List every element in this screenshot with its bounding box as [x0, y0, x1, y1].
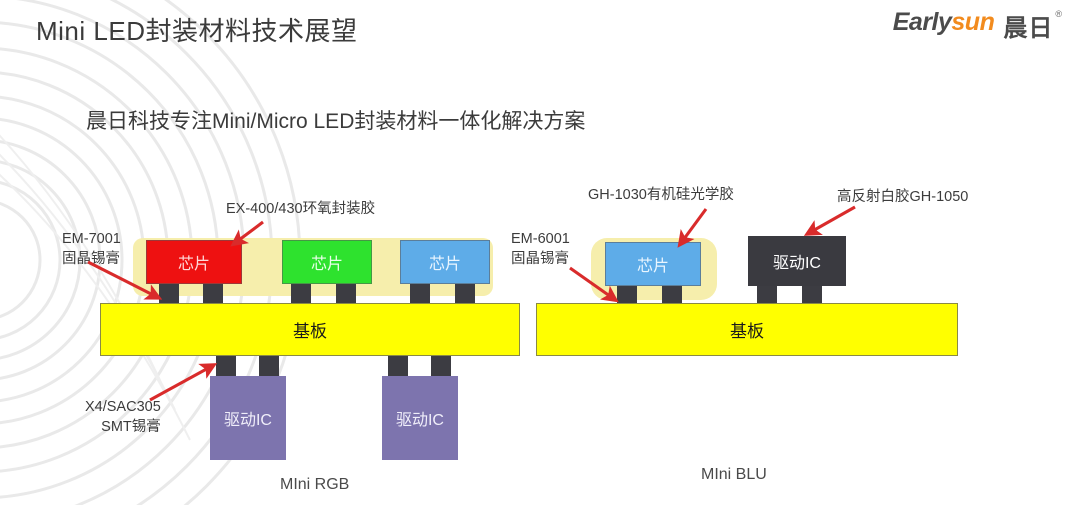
rgb-chip-blue: 芯片: [400, 240, 490, 284]
rgb-bottom-pad: [259, 356, 279, 378]
subtitle: 晨日科技专注Mini/Micro LED封装材料一体化解决方案: [86, 110, 586, 133]
callout-line-1: EX-400/430环氧封装胶: [226, 201, 376, 217]
blu-driver-pad: [802, 286, 822, 305]
arrow-x4-sac305: [149, 363, 218, 402]
rgb-driver-ic-1: 驱动IC: [210, 376, 286, 460]
driver-ic-label: 驱动IC: [772, 255, 821, 272]
rgb-pad: [336, 284, 356, 305]
callout-line-1: EM-7001: [62, 231, 121, 247]
logo-brand-right: sun: [951, 8, 995, 36]
rgb-driver-ic-2: 驱动IC: [382, 376, 458, 460]
logo-brand-left: Early: [892, 8, 952, 36]
chip-label: 芯片: [310, 256, 343, 273]
callout-gh-1030: GH-1030有机硅光学胶: [588, 186, 734, 206]
blu-chip-blue: 芯片: [605, 242, 701, 286]
rgb-pad: [410, 284, 430, 305]
callout-line-2: 固晶锡膏: [511, 250, 569, 267]
rgb-chip-green: 芯片: [282, 240, 372, 284]
callout-line-2: 固晶锡膏: [62, 250, 120, 267]
callout-line-1: X4/SAC305: [85, 399, 161, 415]
brand-logo: Early sun 晨日 ®: [893, 8, 1062, 43]
chip-label: 芯片: [636, 258, 669, 275]
blu-caption: MIni BLU: [701, 466, 767, 483]
rgb-bottom-pad: [216, 356, 236, 378]
rgb-pad: [159, 284, 179, 305]
substrate-label: 基板: [730, 322, 764, 341]
arrow-gh-1050: [803, 205, 856, 236]
blu-pad: [662, 286, 682, 305]
blu-pad: [617, 286, 637, 305]
logo-brand-cn: 晨日: [1003, 15, 1054, 42]
callout-x4-sac305: X4/SAC305 SMT锡膏: [85, 398, 161, 437]
callout-gh-1050: 高反射白胶GH-1050: [837, 188, 968, 208]
callout-line-1: 高反射白胶GH-1050: [837, 189, 969, 205]
rgb-chip-red: 芯片: [146, 240, 242, 284]
callout-em-7001: EM-7001 固晶锡膏: [62, 230, 121, 269]
callout-line-1: EM-6001: [511, 231, 570, 247]
rgb-bottom-pad: [388, 356, 408, 378]
blu-substrate: 基板: [536, 303, 958, 356]
blu-driver-ic: 驱动IC: [748, 236, 846, 286]
rgb-substrate: 基板: [100, 303, 520, 356]
driver-ic-label: 驱动IC: [223, 412, 272, 429]
chip-label: 芯片: [177, 256, 210, 273]
rgb-caption: MIni RGB: [280, 476, 350, 493]
callout-em-6001: EM-6001 固晶锡膏: [511, 230, 570, 269]
rgb-pad: [291, 284, 311, 305]
trademark-icon: ®: [1055, 9, 1062, 19]
rgb-pad: [203, 284, 223, 305]
callout-line-1: GH-1030有机硅光学胶: [588, 187, 734, 203]
rgb-bottom-pad: [431, 356, 451, 378]
page-title: Mini LED封装材料技术展望: [36, 16, 358, 46]
rgb-pad: [455, 284, 475, 305]
callout-ex-400-430: EX-400/430环氧封装胶: [226, 200, 375, 220]
callout-line-2: SMT锡膏: [101, 418, 161, 435]
driver-ic-label: 驱动IC: [395, 412, 444, 429]
blu-driver-pad: [757, 286, 777, 305]
chip-label: 芯片: [428, 256, 461, 273]
substrate-label: 基板: [293, 322, 327, 341]
